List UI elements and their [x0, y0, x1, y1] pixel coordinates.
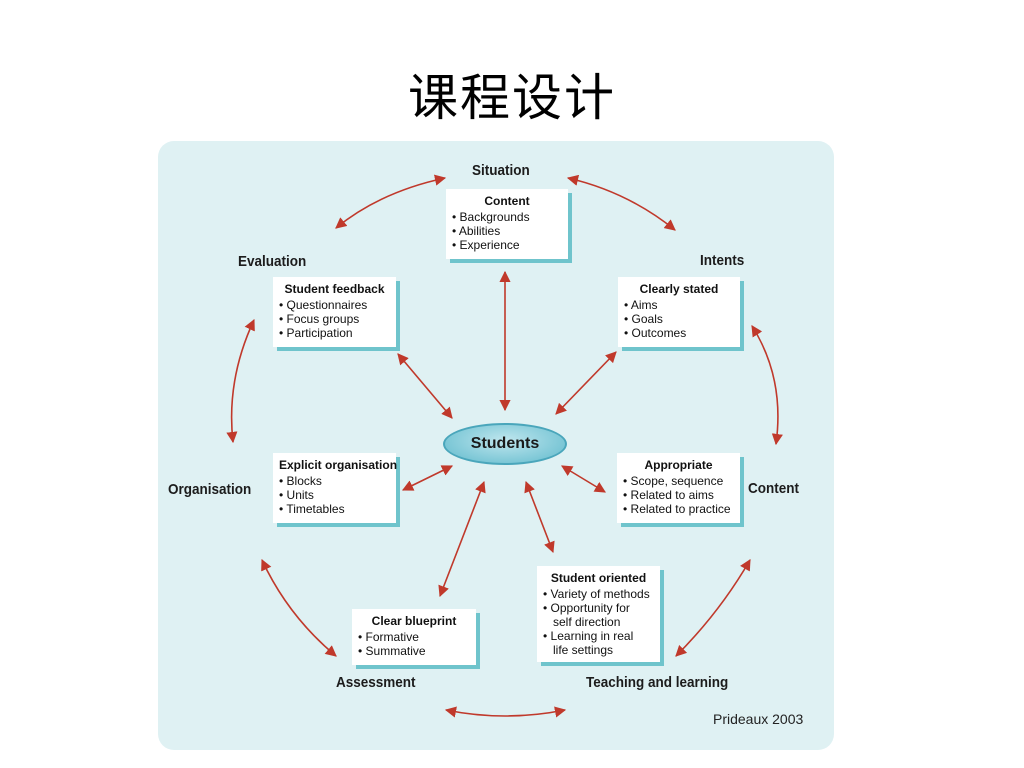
card-item: self direction [553, 615, 621, 629]
arrow-content-teaching [675, 559, 751, 657]
card-organisation: Explicit organisation Blocks Units Timet… [273, 453, 398, 523]
card-item: Experience [452, 238, 562, 252]
label-content: Content [748, 480, 799, 497]
arrow-center-assessment [438, 480, 486, 598]
card-teaching-and-learning: Student oriented Variety of methods Oppo… [537, 566, 660, 662]
card-heading: Clearly stated [639, 282, 719, 296]
card-item: Questionnaires [279, 298, 390, 312]
card-item: Abilities [452, 224, 562, 238]
card-item: Participation [279, 326, 390, 340]
card-item: Aims [624, 298, 734, 312]
card-heading: Appropriate [644, 458, 713, 472]
arrow-center-teaching [524, 480, 555, 554]
card-item: Outcomes [624, 326, 734, 340]
card-item: Related to aims [623, 488, 734, 502]
slide-title: 课程设计 [408, 69, 616, 127]
label-intents: Intents [700, 252, 745, 269]
arrow-teaching-assessment [444, 706, 567, 718]
center-students-node: Students [443, 423, 567, 465]
card-item: Related to practice [623, 502, 734, 516]
card-item: Variety of methods [543, 587, 654, 601]
label-teaching-and-learning: Teaching and learning [586, 674, 729, 691]
card-evaluation: Student feedback Questionnaires Focus gr… [273, 277, 396, 347]
label-evaluation: Evaluation [238, 253, 307, 270]
card-item: Opportunity for [543, 601, 654, 615]
card-heading: Student feedback [284, 282, 385, 296]
arrow-assessment-organisation [261, 558, 337, 657]
label-situation: Situation [472, 162, 530, 179]
card-heading: Explicit organisation [279, 458, 398, 472]
arrow-center-intents [555, 351, 617, 415]
card-item: Timetables [279, 502, 390, 516]
card-item: Backgrounds [452, 210, 562, 224]
card-item: Summative [358, 644, 470, 658]
label-assessment: Assessment [336, 674, 416, 691]
card-assessment: Clear blueprint Formative Summative [352, 609, 476, 665]
card-intents: Clearly stated Aims Goals Outcomes [618, 277, 740, 347]
center-label: Students [470, 435, 540, 452]
card-heading: Clear blueprint [371, 614, 457, 628]
card-content: Appropriate Scope, sequence Related to a… [617, 453, 740, 523]
arrow-center-content [561, 465, 606, 493]
card-item: Formative [358, 630, 470, 644]
arrow-situation-evaluation [335, 174, 447, 229]
label-organisation: Organisation [168, 481, 252, 498]
card-heading: Student oriented [550, 571, 647, 585]
arrow-center-evaluation [397, 353, 453, 419]
arrow-situation-intents [566, 174, 676, 231]
card-item: life settings [553, 643, 614, 657]
card-situation: Content Backgrounds Abilities Experience [446, 189, 568, 259]
credit-text: Prideaux 2003 [713, 711, 804, 727]
card-heading: Content [484, 194, 530, 208]
card-item: Focus groups [279, 312, 390, 326]
arrow-center-organisation [401, 465, 454, 491]
arrow-organisation-evaluation [226, 318, 255, 444]
card-item: Learning in real [543, 629, 654, 643]
card-item: Scope, sequence [623, 474, 734, 488]
card-item: Units [279, 488, 390, 502]
card-item: Blocks [279, 474, 390, 488]
arrow-intents-content [751, 325, 783, 446]
card-item: Goals [624, 312, 734, 326]
